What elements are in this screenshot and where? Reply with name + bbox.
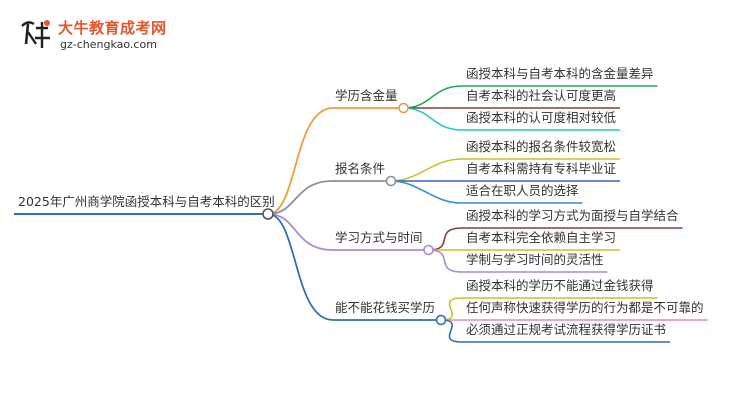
leaf-label: 自考本科完全依赖自主学习 — [466, 230, 617, 245]
branch-label: 报名条件 — [335, 161, 386, 176]
site-logo[interactable]: 大牛教育成考网 gz-chengkao.com — [14, 14, 174, 56]
branch-label: 学习方式与时间 — [335, 230, 423, 245]
leaf-label: 任何声称快速获得学历的行为都是不可靠的 — [466, 300, 704, 315]
leaf-connector — [403, 85, 463, 109]
leaf-label: 必须通过正规考试流程获得学历证书 — [466, 322, 667, 337]
brand-name: 大牛教育成考网 — [58, 19, 167, 37]
branch-connector — [267, 213, 334, 321]
leaf-connector — [403, 107, 463, 131]
leaf-label: 函授本科的学习方式为面授与自学结合 — [466, 208, 679, 223]
leaf-label: 适合在职人员的选择 — [466, 183, 579, 198]
leaf-label: 自考本科需持有专科毕业证 — [466, 161, 617, 176]
leaf-connector — [428, 249, 463, 273]
branch-label: 能不能花钱买学历 — [335, 300, 436, 315]
leaf-label: 函授本科的认可度相对较低 — [466, 110, 617, 125]
branch-node-dot — [435, 314, 447, 326]
branch-node-dot — [385, 175, 397, 187]
leaf-label: 学制与学习时间的灵活性 — [466, 252, 604, 267]
leaf-label: 函授本科与自考本科的含金量差异 — [466, 66, 654, 81]
branch-label: 学历含金量 — [335, 88, 398, 103]
branch-connector — [267, 213, 334, 251]
branch-connector — [267, 180, 334, 215]
leaf-label: 自考本科的社会认可度更高 — [466, 88, 617, 103]
root-node-label: 2025年广州商学院函授本科与自考本科的区别 — [18, 194, 275, 209]
leaf-connector — [391, 180, 463, 204]
brand-url: gz-chengkao.com — [60, 38, 157, 51]
leaf-connector — [441, 319, 463, 343]
branch-connector — [267, 107, 334, 215]
leaf-connector — [391, 158, 463, 182]
leaf-connector — [428, 227, 463, 251]
branch-node-dot — [423, 244, 434, 256]
logo-mascot-icon — [21, 20, 50, 48]
branch-node-dot — [398, 102, 409, 114]
leaf-label: 函授本科的报名条件较宽松 — [466, 139, 617, 154]
leaf-label: 函授本科的学历不能通过金钱获得 — [466, 278, 654, 293]
root-node-dot — [262, 208, 274, 220]
